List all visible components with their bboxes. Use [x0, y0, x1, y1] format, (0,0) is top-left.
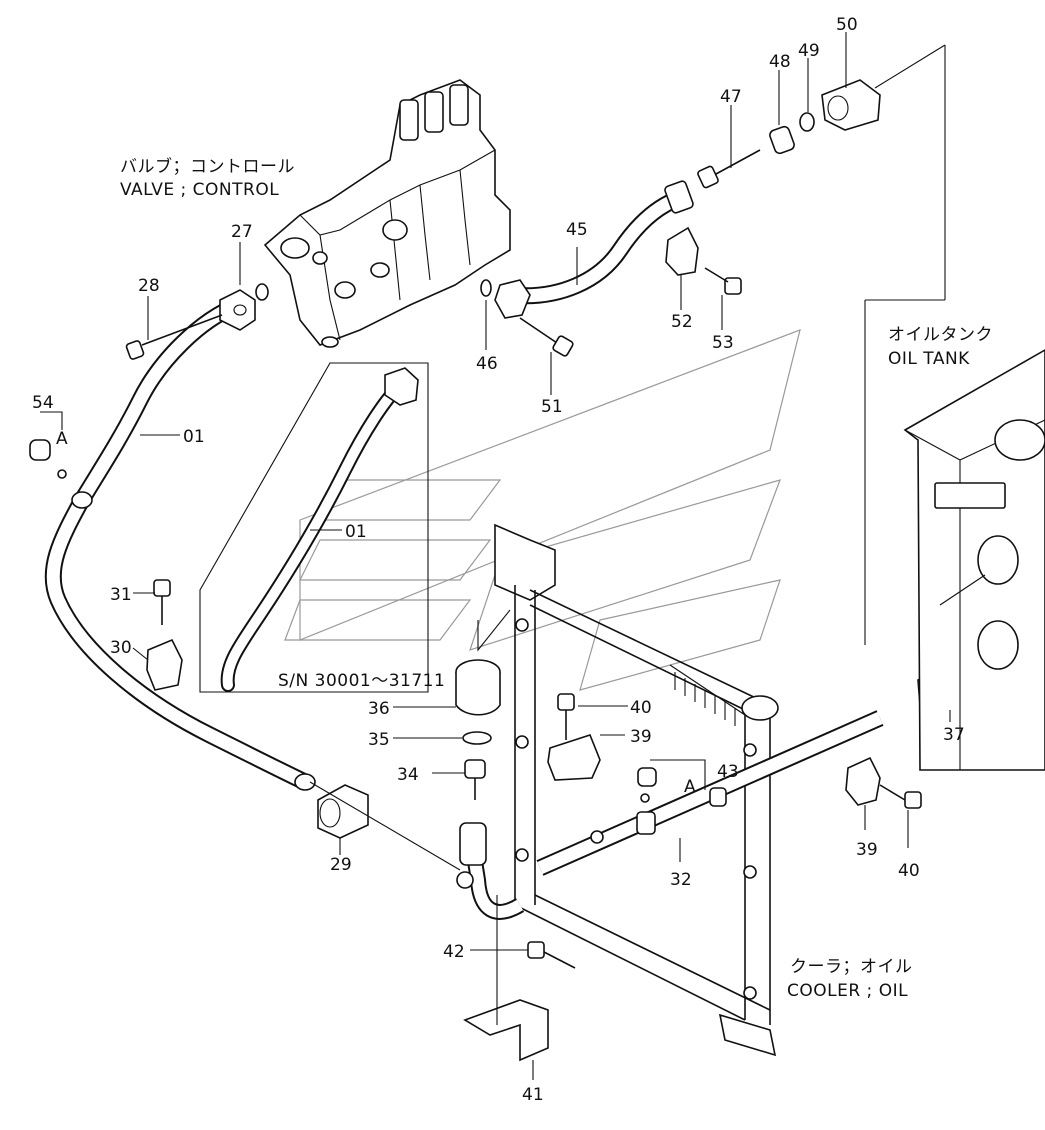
pipe-45 — [494, 180, 694, 319]
clip-39-right — [845, 756, 881, 806]
part-number: 48 — [769, 52, 791, 72]
part-number: 36 — [368, 699, 390, 719]
bolt-40-upper — [557, 693, 575, 740]
oil-cooler — [309, 523, 779, 1057]
part-number: 42 — [443, 942, 465, 962]
part-numbers: 01 01 27 28 29 30 31 32 34 35 36 37 39 3… — [32, 15, 965, 1105]
part-number: 29 — [330, 855, 352, 875]
bolt-40-right — [879, 784, 922, 809]
part-number: 34 — [397, 765, 419, 785]
bolt-28 — [125, 314, 223, 360]
o-ring-27 — [255, 283, 269, 301]
part-number: 41 — [522, 1085, 544, 1105]
o-ring-35 — [462, 731, 492, 745]
part-number: 01 — [345, 522, 367, 542]
oil-tank-label-jp: オイルタンク — [888, 325, 993, 345]
part-number: 27 — [231, 222, 253, 242]
part-number: 31 — [110, 585, 132, 605]
part-number: 30 — [110, 638, 132, 658]
clamp-50 — [821, 44, 946, 645]
part-number: 49 — [798, 41, 820, 61]
part-number: 32 — [670, 870, 692, 890]
part-number: 50 — [836, 15, 858, 35]
part-number: 40 — [898, 861, 920, 881]
cooler-label-en: COOLER ; OIL — [787, 981, 908, 1001]
part-number: 40 — [630, 698, 652, 718]
plug-43 — [637, 759, 706, 803]
ref-a-label: A — [684, 777, 696, 797]
part-number: 39 — [856, 840, 878, 860]
clamp-36 — [455, 609, 511, 716]
cooler-fins — [669, 664, 746, 726]
part-number: 47 — [720, 87, 742, 107]
bolt-53 — [704, 267, 742, 295]
valve-label-jp: バルブ；コントロール — [120, 156, 295, 177]
adapter-34 — [464, 759, 486, 800]
part-number: 01 — [183, 427, 205, 447]
clip-30 — [146, 638, 183, 691]
bolt-42 — [527, 941, 576, 969]
part-number: 39 — [630, 727, 652, 747]
bolt-51 — [519, 317, 574, 357]
bracket-41 — [463, 895, 549, 1062]
part-number: 46 — [476, 354, 498, 374]
watermark-logo — [284, 329, 801, 691]
collar-48 — [769, 125, 795, 155]
ref-a-label: A — [56, 429, 68, 449]
bolt-31 — [153, 579, 171, 625]
clip-52 — [665, 226, 699, 276]
part-number: 45 — [566, 220, 588, 240]
part-number: 35 — [368, 730, 390, 750]
part-number: 37 — [943, 725, 965, 745]
cooler-label-jp: クーラ；オイル — [790, 957, 913, 977]
part-number: 52 — [671, 312, 693, 332]
o-ring-46 — [480, 279, 492, 297]
part-number: 54 — [32, 393, 54, 413]
serial-range-label: S/N 30001～31711 — [278, 671, 445, 691]
oil-tank — [903, 349, 1045, 771]
clip-39-upper — [547, 734, 601, 781]
part-number: 51 — [541, 397, 563, 417]
inset-serial-variant — [199, 362, 429, 693]
washer-49 — [799, 112, 815, 132]
pipe-32 — [536, 710, 884, 876]
part-number: 28 — [138, 276, 160, 296]
valve-label-en: VALVE ; CONTROL — [120, 180, 279, 200]
clamp-29 — [317, 784, 369, 839]
bolt-47 — [697, 149, 761, 189]
part-number: 53 — [712, 333, 734, 353]
plug-54 — [29, 411, 67, 479]
leader-lines — [132, 32, 951, 1080]
oil-tank-label-en: OIL TANK — [888, 349, 970, 369]
part-number: 43 — [717, 762, 739, 782]
pipe-01 — [44, 289, 316, 791]
control-valve — [263, 79, 511, 348]
